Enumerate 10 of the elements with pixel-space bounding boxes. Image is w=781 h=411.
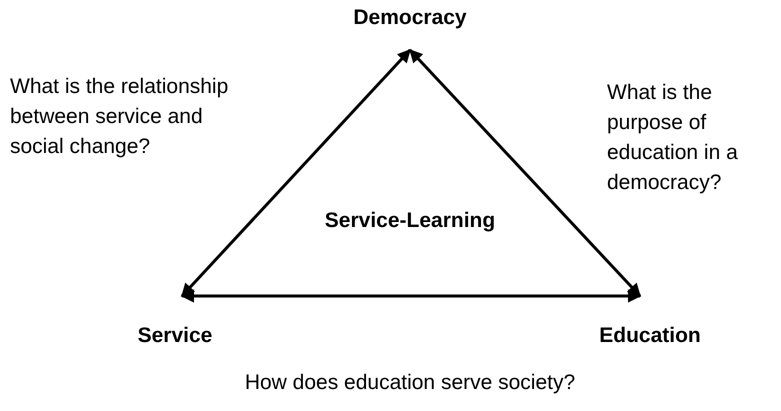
center-label: Service-Learning [324,208,496,234]
question-text: What is the purpose of education in a democracy? [607,80,739,196]
vertex-label: Education [599,324,701,348]
vertex-label: Service [138,324,212,348]
double-arrow [180,289,642,303]
double-arrow [408,48,642,298]
vertex-label: Democracy [353,6,467,30]
question-text: What is the relationship between service and social change? [10,74,230,160]
question-text: How does education serve society? [244,370,576,396]
double-arrow [180,48,412,298]
